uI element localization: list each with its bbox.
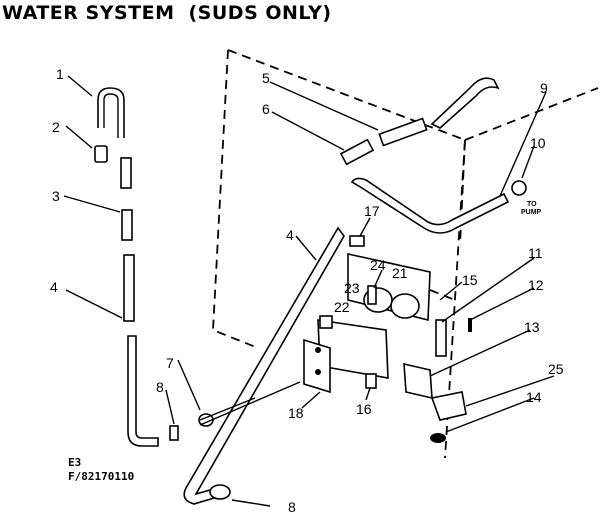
callout-21: 21 [392,265,408,281]
callout-10: 10 [530,135,546,151]
valve-assembly [303,235,472,443]
coupling-3 [121,209,133,241]
callout-16: 16 [356,401,372,417]
grommet-14 [430,433,446,443]
callout-7: 7 [166,355,174,371]
callout-25: 25 [548,361,564,377]
pump-label-line1: TO [527,201,537,208]
callout-3: 3 [52,188,60,204]
top-hoses [339,77,527,234]
bracket-25 [430,391,467,421]
cabinet-outline [212,49,599,459]
hose-to-pump [350,177,510,234]
callout-numbers: 1 2 3 4 4 5 6 7 8 8 9 10 11 12 13 14 15 … [50,66,564,515]
callout-9: 9 [540,80,548,96]
callout-5: 5 [262,70,270,86]
elbow-6 [339,138,375,166]
callout-17: 17 [364,203,380,219]
diagram-title: WATER SYSTEM (SUDS ONLY) [2,2,332,24]
hose-elbow-lower [127,335,159,447]
callout-14: 14 [526,389,542,405]
nut-22 [319,315,333,329]
hose-5 [378,117,428,147]
callout-leaders [63,75,555,507]
callout-13: 13 [524,319,540,335]
pump-label-line2: PUMP [521,209,542,216]
hose-segment-4 [123,254,135,322]
callout-6: 6 [262,101,270,117]
callout-2: 2 [52,119,60,135]
coupling-upper [120,157,132,189]
clamp-2 [94,145,108,163]
mounting-bracket-18 [303,338,331,394]
valve-port-right [390,293,420,319]
callout-11: 11 [528,245,543,261]
callout-4-center: 4 [286,227,294,243]
callout-8-lower: 8 [288,499,296,515]
callout-23: 23 [344,280,360,296]
clamp-10 [511,180,527,196]
hose-bend-1 [97,87,125,138]
callout-22: 22 [334,299,350,315]
clamp-8-upper [169,425,179,441]
callout-18: 18 [288,405,304,421]
callout-1: 1 [56,66,64,82]
footer-part-number: F/82170110 [68,470,135,483]
hose-curved-top [430,77,500,129]
clamp-8-lower [209,484,231,500]
callout-8-upper: 8 [156,379,164,395]
switch-13 [403,362,433,400]
callout-15: 15 [462,272,478,288]
washer-17 [349,235,365,247]
screw-12 [468,318,472,332]
long-hose-4 [183,226,345,505]
left-hose-assembly [94,87,214,447]
callout-24: 24 [370,257,386,273]
title-text: WATER SYSTEM [2,2,175,24]
pin-15 [435,319,447,357]
callout-12: 12 [528,277,544,293]
footer-code: E3 [68,456,82,469]
subtitle-text: (SUDS ONLY) [188,2,332,24]
callout-4-left: 4 [50,279,58,295]
screw-23 [367,285,377,305]
screw-16 [365,373,377,389]
